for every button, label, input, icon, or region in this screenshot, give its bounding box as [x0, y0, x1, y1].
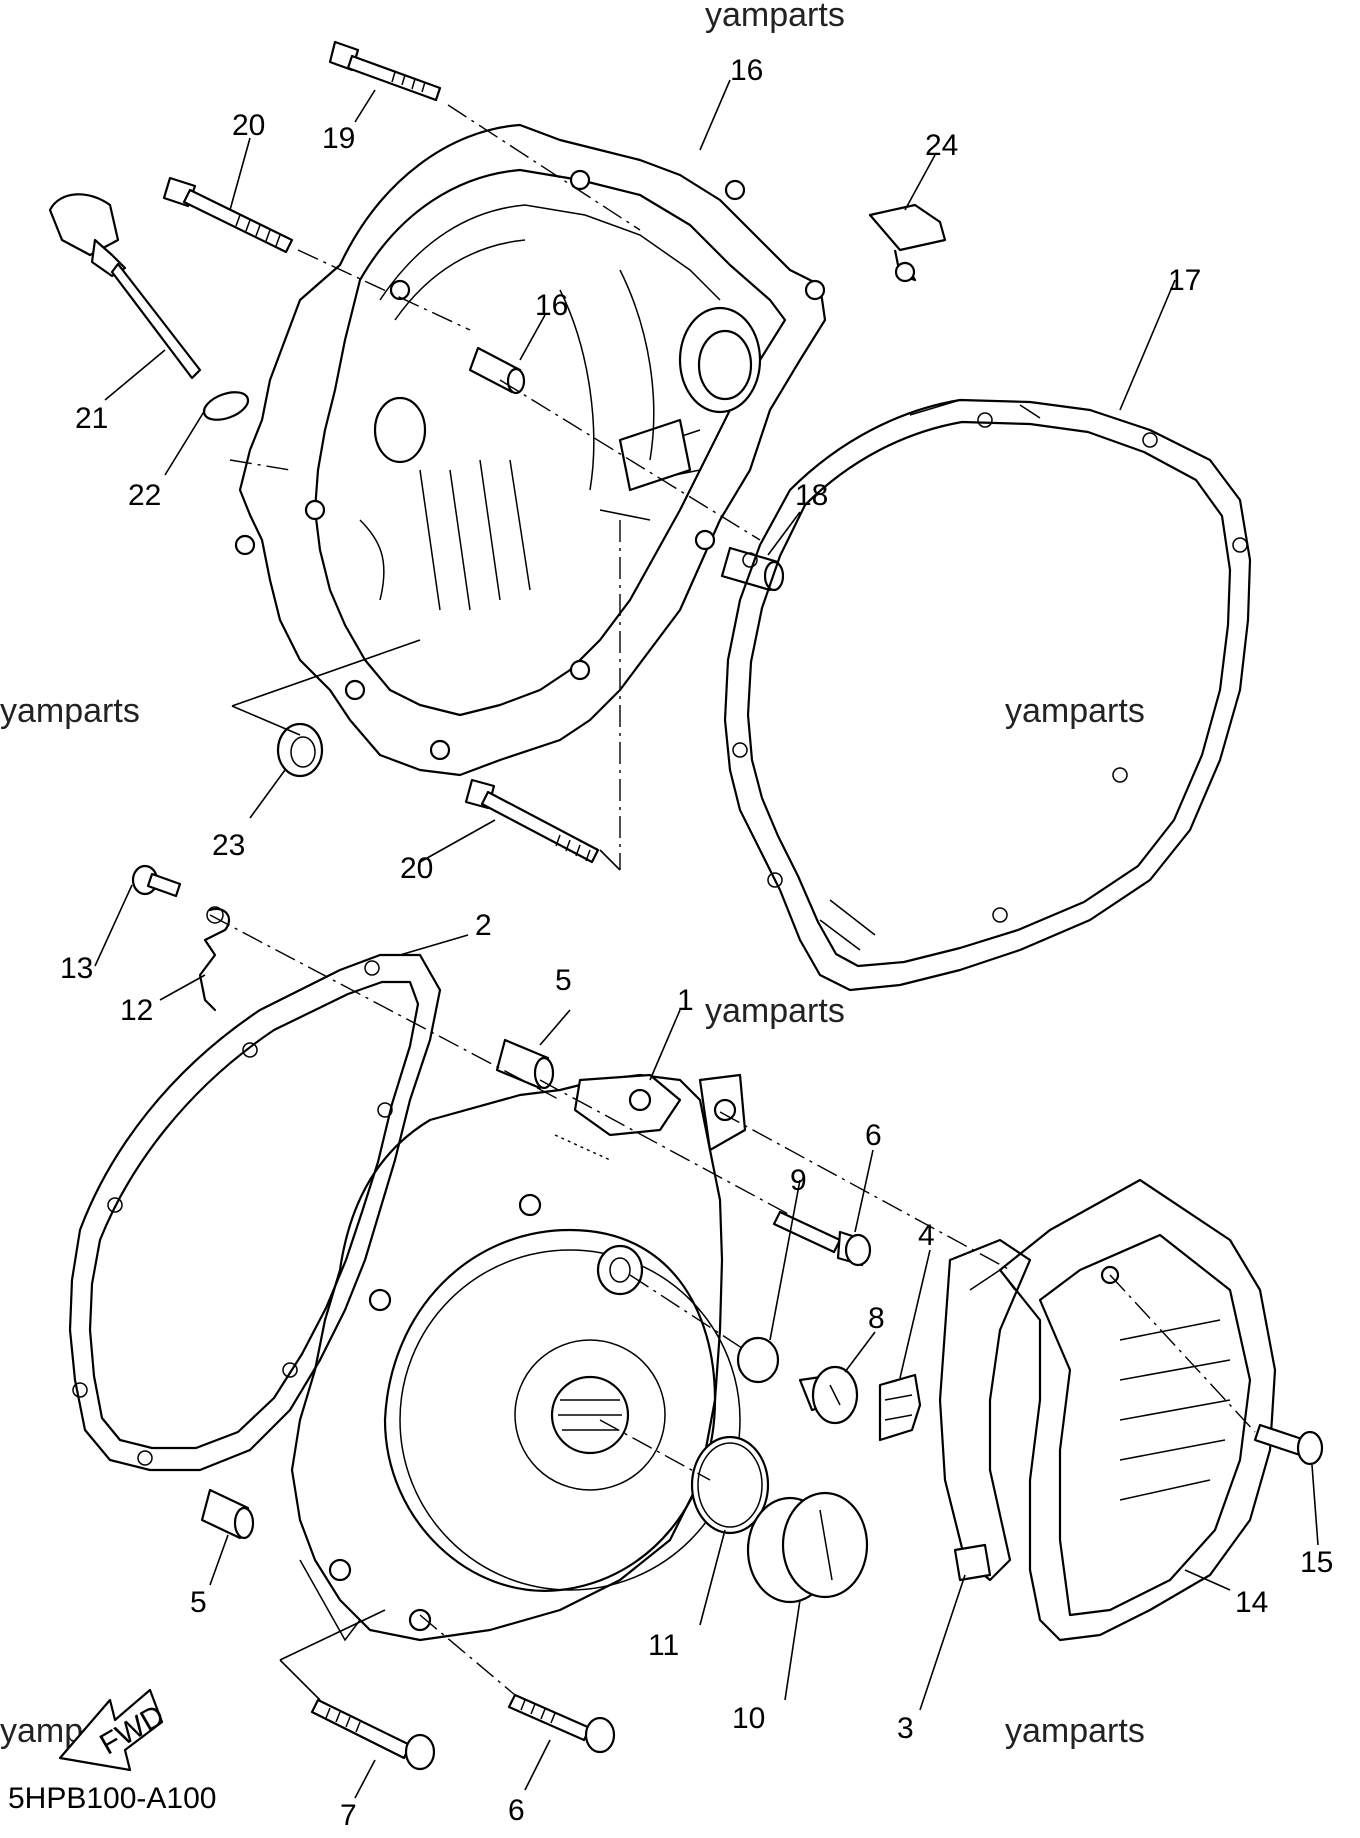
- clamp-12[interactable]: [198, 906, 231, 1012]
- callout-18[interactable]: 18: [795, 479, 828, 512]
- crankcase-cover-upper: [234, 123, 827, 777]
- bolt-6-lower[interactable]: [507, 1693, 616, 1754]
- oil-seal-23[interactable]: [276, 722, 324, 778]
- callout-3[interactable]: 3: [897, 1712, 914, 1745]
- bolt-15[interactable]: [1253, 1423, 1324, 1466]
- bolt-19[interactable]: [328, 40, 442, 102]
- o-ring-11[interactable]: [690, 1435, 770, 1535]
- callout-6-upper[interactable]: 6: [865, 1119, 882, 1152]
- crankcase-cover-14[interactable]: [998, 1178, 1277, 1642]
- o-ring-22[interactable]: [200, 387, 251, 425]
- watermark-left: yamparts: [0, 692, 140, 730]
- bolt-13[interactable]: [131, 864, 182, 898]
- damper-4[interactable]: [878, 1373, 922, 1442]
- callout-20-lower[interactable]: 20: [400, 852, 433, 885]
- bolt-7[interactable]: [310, 1698, 436, 1771]
- watermark-middle: yamparts: [705, 992, 845, 1030]
- clamp-24[interactable]: [868, 203, 947, 283]
- watermark-bottom-right: yamparts: [1005, 1712, 1145, 1750]
- callout-1[interactable]: 1: [677, 984, 694, 1017]
- callout-16-inner[interactable]: 16: [535, 289, 568, 322]
- bolt-20-lower[interactable]: [464, 778, 600, 864]
- gasket-17[interactable]: [723, 398, 1252, 992]
- callout-24[interactable]: 24: [925, 129, 958, 162]
- oil-level-gauge-21[interactable]: [48, 193, 202, 380]
- callout-21[interactable]: 21: [75, 402, 108, 435]
- callout-17[interactable]: 17: [1168, 264, 1201, 297]
- callout-14[interactable]: 14: [1235, 1586, 1268, 1619]
- callout-15[interactable]: 15: [1300, 1546, 1333, 1579]
- dowel-pin-16[interactable]: [468, 346, 526, 395]
- callout-5-lower[interactable]: 5: [190, 1586, 207, 1619]
- o-ring-9[interactable]: [736, 1336, 780, 1384]
- dowel-pin-18[interactable]: [720, 546, 785, 592]
- callout-4[interactable]: 4: [918, 1219, 935, 1252]
- dowel-pin-5-upper[interactable]: [495, 1038, 555, 1090]
- bolt-6-upper[interactable]: [772, 1210, 872, 1267]
- callout-20-upper[interactable]: 20: [232, 109, 265, 142]
- bolt-20-upper[interactable]: [162, 176, 294, 254]
- guide-3[interactable]: [938, 1238, 1032, 1582]
- diagram-code: 5HPB100-A100: [8, 1782, 216, 1815]
- callout-19[interactable]: 19: [322, 122, 355, 155]
- crankcase-cover-1: [290, 1073, 747, 1642]
- plug-8[interactable]: [798, 1365, 859, 1425]
- callout-13[interactable]: 13: [60, 952, 93, 985]
- callout-labels: 16 20 19 24 17 16 18 21 22 23 20 2 13 12…: [60, 54, 1333, 1832]
- dowel-pin-5-lower[interactable]: [200, 1488, 255, 1540]
- callout-11[interactable]: 11: [648, 1629, 679, 1662]
- callout-5-upper[interactable]: 5: [555, 964, 572, 997]
- watermark-right: yamparts: [1005, 692, 1145, 730]
- callout-2[interactable]: 2: [475, 909, 492, 942]
- callout-10[interactable]: 10: [732, 1702, 765, 1735]
- callout-7[interactable]: 7: [340, 1799, 357, 1832]
- callout-22[interactable]: 22: [128, 479, 161, 512]
- gasket-2[interactable]: [68, 953, 442, 1472]
- callout-9[interactable]: 9: [790, 1164, 807, 1197]
- callout-8[interactable]: 8: [868, 1302, 885, 1335]
- callout-12[interactable]: 12: [120, 994, 153, 1027]
- callout-23[interactable]: 23: [212, 829, 245, 862]
- callout-6-lower[interactable]: 6: [508, 1794, 525, 1827]
- plug-10[interactable]: [746, 1491, 869, 1604]
- callout-leaders: [94, 79, 1319, 1799]
- callout-16-top[interactable]: 16: [730, 54, 763, 87]
- watermark-top: yamparts: [705, 0, 845, 34]
